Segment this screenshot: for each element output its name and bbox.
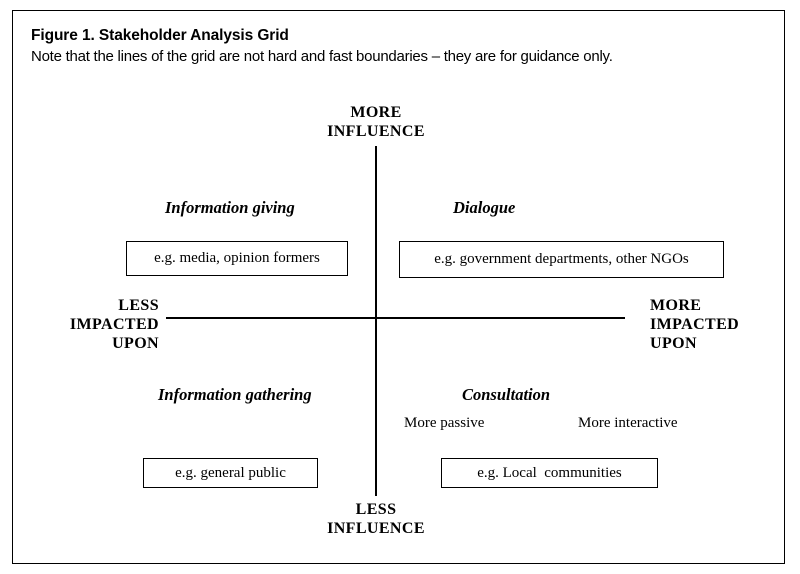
figure-title: Figure 1. Stakeholder Analysis Grid: [31, 27, 289, 44]
axis-label-less-influence-line2: INFLUENCE: [327, 520, 425, 537]
axis-label-more-impacted-line2: IMPACTED: [650, 316, 740, 333]
axis-label-more-impacted-upon: MORE IMPACTED UPON: [650, 296, 790, 353]
quadrant-heading-information-giving: Information giving: [165, 198, 295, 217]
sub-label-more-passive: More passive: [404, 415, 485, 431]
figure-caption: Figure 1. Stakeholder Analysis Grid Note…: [31, 25, 771, 67]
example-box-general-public: e.g. general public: [143, 458, 318, 488]
example-box-government-departments: e.g. government departments, other NGOs: [399, 241, 724, 278]
sub-label-more-interactive: More interactive: [578, 415, 678, 431]
axis-label-less-impacted-line3: UPON: [112, 335, 159, 352]
axis-label-less-influence-line1: LESS: [355, 501, 397, 518]
axis-label-less-influence: LESS INFLUENCE: [276, 500, 476, 538]
axis-label-less-impacted-upon: LESS IMPACTED UPON: [35, 296, 159, 353]
figure-frame: Figure 1. Stakeholder Analysis Grid Note…: [12, 10, 785, 564]
quadrant-heading-consultation: Consultation: [462, 385, 551, 404]
axis-label-more-impacted-line3: UPON: [650, 335, 697, 352]
axis-label-less-impacted-line2: IMPACTED: [69, 316, 159, 333]
axis-label-more-influence-line1: MORE: [350, 104, 402, 121]
example-box-media: e.g. media, opinion formers: [126, 241, 348, 276]
horizontal-axis-line: [166, 317, 625, 319]
axis-label-less-impacted-line1: LESS: [118, 297, 159, 314]
quadrant-heading-dialogue: Dialogue: [453, 198, 516, 217]
axis-label-more-impacted-line1: MORE: [650, 297, 702, 314]
axis-label-more-influence: MORE INFLUENCE: [276, 103, 476, 141]
example-box-local-communities: e.g. Local communities: [441, 458, 658, 488]
vertical-axis-line: [375, 146, 377, 496]
quadrant-heading-information-gathering: Information gathering: [158, 385, 312, 404]
figure-note: Note that the lines of the grid are not …: [31, 48, 613, 65]
axis-label-more-influence-line2: INFLUENCE: [327, 123, 425, 140]
